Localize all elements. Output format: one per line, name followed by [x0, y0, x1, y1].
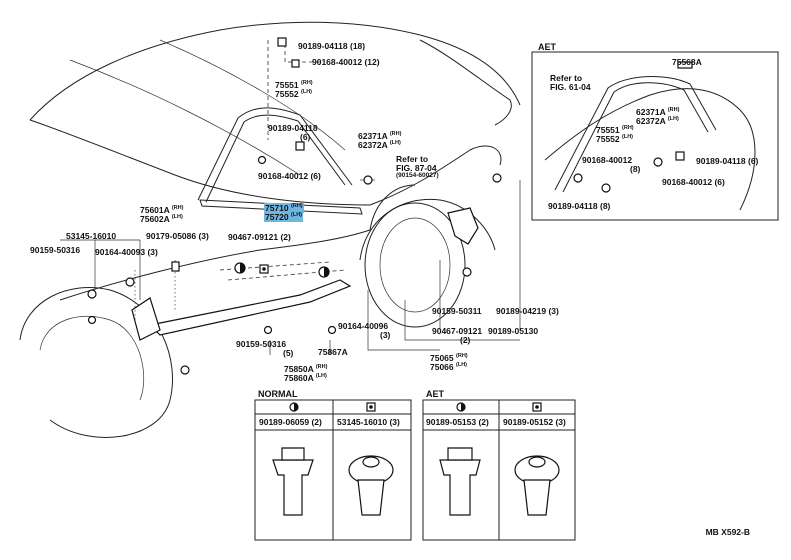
label-90168-40012-12: 90168-40012 (12) [312, 57, 380, 67]
rear-wheel [364, 202, 466, 328]
label-90159-50311: 90159-50311 [432, 306, 482, 316]
window-frame [197, 107, 353, 201]
aet-label-refer-to: Refer to [550, 73, 583, 83]
aet-col1-part: 90189-05153 (2) [426, 417, 489, 427]
aet-label-75552: 75552 (LH) [596, 134, 634, 144]
aet-table-title: AET [426, 389, 444, 399]
rear-deck [419, 39, 512, 126]
callout-rocker [269, 340, 331, 355]
label-90189-04118-18: 90189-04118 (18) [298, 41, 366, 51]
roof-outline [29, 21, 521, 121]
label-75552: 75552 (LH) [275, 89, 313, 99]
table-symbols [289, 402, 542, 412]
normal-col2-part: 53145-16010 (3) [337, 417, 400, 427]
leader-3 [227, 269, 346, 281]
label-90168-40012-6: 90168-40012 (6) [258, 171, 321, 181]
front-wheel-inner [39, 316, 145, 401]
rear-wheel-inner [379, 217, 451, 313]
reference-code: MB X592-B [705, 527, 750, 537]
label-75602A: 75602A (LH) [140, 214, 183, 224]
aet-label-75551: 75551 (RH) [596, 125, 634, 135]
label-53145-16010: 53145-16010 [66, 231, 117, 241]
label-qty-6: (6) [300, 132, 311, 142]
label-qty-5: (5) [283, 348, 294, 358]
aet-label-fig-61-04: FIG. 61-04 [550, 82, 591, 92]
rear-quarter [369, 145, 502, 206]
label-90179-05086: 90179-05086 (3) [146, 231, 209, 241]
label-90467-09121-2: 90467-09121 (2) [228, 232, 291, 242]
label-75720: 75720 (LH) [264, 212, 304, 222]
label-62372A: 62372A (LH) [358, 140, 401, 150]
label-75065: 75065 (RH) [430, 353, 468, 363]
callout-rear [367, 180, 521, 351]
label-refer-to: Refer to [396, 154, 429, 164]
label-90159-50316: 90159-50316 [30, 245, 81, 255]
normal-table-title: NORMAL [258, 389, 298, 399]
lower-body [59, 229, 371, 301]
rocker-moulding [148, 279, 352, 336]
label-75551: 75551 (RH) [275, 80, 313, 90]
aet-label-75568A: 75568A [672, 57, 702, 67]
label-75710: 75710 (RH) [264, 203, 304, 213]
aet-label-90189-04118-8: 90189-04118 (8) [548, 201, 611, 211]
label-62371A: 62371A (RH) [358, 131, 402, 141]
aet-label-qty-8: (8) [630, 164, 641, 174]
label-75867A: 75867A [318, 347, 348, 357]
aet-col2-part: 90189-05152 (3) [503, 417, 566, 427]
label-90467-09121: 90467-09121 [432, 326, 483, 336]
aet-inset-frame [531, 51, 779, 221]
roof-crease-2 [159, 39, 346, 151]
label-75860A: 75860A (LH) [284, 373, 327, 383]
label-90154-60027: (90154-60027) [396, 172, 439, 179]
normal-table-frame [254, 399, 412, 541]
aet-label-90168-40012-6: 90168-40012 (6) [662, 177, 725, 187]
label-75601A: 75601A (RH) [140, 205, 184, 215]
rear-arch-top [369, 184, 416, 231]
callout-53145 [60, 239, 141, 300]
label-90164-40096: 90164-40096 [338, 321, 389, 331]
label-90189-04219: 90189-04219 (3) [496, 306, 559, 316]
aet-inset-drawing [544, 61, 756, 211]
label-90189-04118: 90189-04118 [268, 123, 318, 133]
leader-4 [219, 261, 331, 271]
label-90189-05130: 90189-05130 [488, 326, 539, 336]
aet-label-90168-40012: 90168-40012 [582, 155, 633, 165]
label-fig-87-04: FIG. 87-04 [396, 163, 437, 173]
label-qty-3: (3) [380, 330, 391, 340]
label-qty-2: (2) [460, 335, 471, 345]
label-90164-40093: 90164-40093 (3) [95, 247, 158, 257]
aet-label-90189-04118-6: 90189-04118 (6) [696, 156, 759, 166]
clip-drawings [272, 447, 560, 516]
aet-inset-title: AET [538, 42, 556, 52]
window-frame-inner [205, 114, 346, 203]
label-90159-50316-b: 90159-50316 [236, 339, 287, 349]
beltline [29, 119, 371, 206]
aet-label-62371A: 62371A (RH) [636, 107, 680, 117]
leader-2 [284, 44, 320, 63]
body-symbols [240, 263, 329, 277]
label-75850A: 75850A (RH) [284, 364, 328, 374]
mudguard-rear [447, 207, 479, 245]
front-wheel [19, 286, 173, 438]
aet-label-62372A: 62372A (LH) [636, 116, 679, 126]
mudguard-front [131, 297, 161, 341]
aet-table-frame [422, 399, 576, 541]
rear-arch [359, 198, 496, 261]
belt-moulding [199, 199, 363, 215]
roof-crease [69, 59, 301, 176]
normal-col1-part: 90189-06059 (2) [259, 417, 322, 427]
label-75066: 75066 (LH) [430, 362, 468, 372]
